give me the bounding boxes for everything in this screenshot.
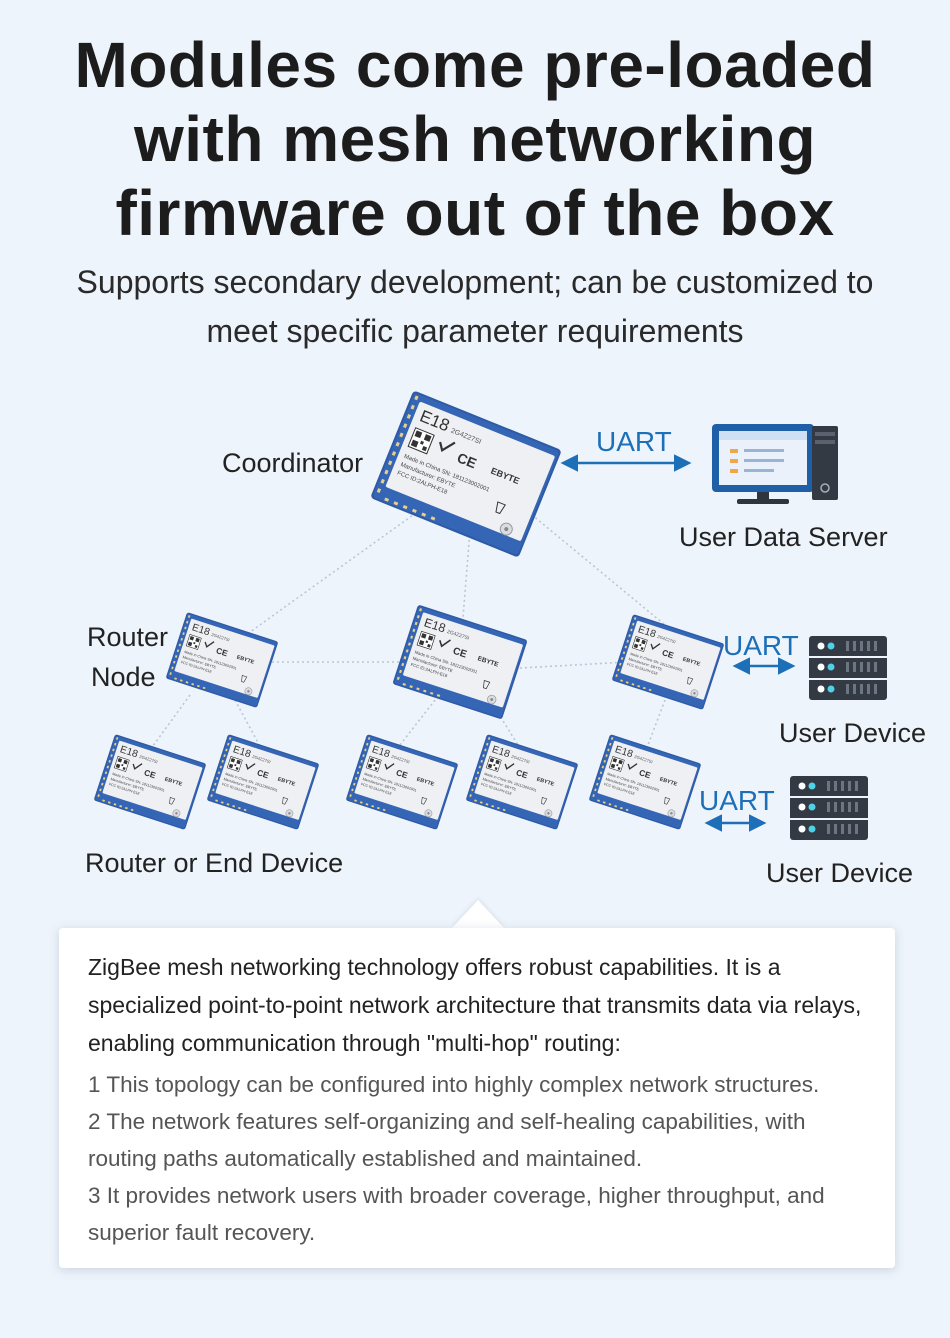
info-point: 1 This topology can be configured into h… — [88, 1072, 820, 1097]
info-point: 3 It provides network users with broader… — [88, 1183, 825, 1245]
info-intro: ZigBee mesh networking technology offers… — [88, 954, 862, 1056]
end-device-module — [92, 733, 208, 831]
router-node-label-line: Node — [91, 662, 156, 692]
uart-label: UART — [699, 785, 775, 816]
title-line: firmware out of the box — [115, 177, 835, 249]
router-module-right — [610, 613, 726, 711]
end-device-module — [464, 733, 580, 831]
title-line: with mesh networking — [133, 103, 817, 175]
page-subtitle: Supports secondary development; can be c… — [20, 258, 930, 356]
uart-label: UART — [596, 426, 672, 457]
end-device-module — [344, 733, 460, 831]
page-title: Modules come pre-loaded with mesh networ… — [0, 28, 950, 250]
title-line: Modules come pre-loaded — [74, 29, 876, 101]
subtitle-line: Supports secondary development; can be c… — [76, 264, 874, 300]
coordinator-label: Coordinator — [222, 448, 363, 478]
monitor-icon — [712, 424, 814, 504]
mesh-links — [149, 504, 666, 751]
user-device-label: User Device — [766, 858, 913, 888]
router-module-left — [164, 611, 280, 709]
callout-pointer — [452, 900, 504, 928]
coordinator-module — [368, 389, 564, 559]
server-label: User Data Server — [679, 522, 888, 552]
info-card: ZigBee mesh networking technology offers… — [59, 928, 895, 1268]
uart-label: UART — [723, 630, 799, 661]
info-point: 2 The network features self-organizing a… — [88, 1109, 806, 1171]
server-rack-icon — [809, 636, 887, 700]
server-rack-icon — [790, 776, 868, 840]
end-device-module — [205, 733, 321, 831]
user-device-label: User Device — [779, 718, 926, 748]
end-device-module — [587, 733, 703, 831]
router-node-label-line: Router — [87, 622, 168, 652]
mesh-network-diagram: E18 2G4Z27SI CE EBYTE Made in China SN: … — [85, 389, 926, 888]
router-module-center — [391, 603, 529, 721]
end-device-label: Router or End Device — [85, 848, 343, 878]
pc-tower-icon — [812, 426, 838, 500]
subtitle-line: meet specific parameter requirements — [206, 313, 744, 349]
